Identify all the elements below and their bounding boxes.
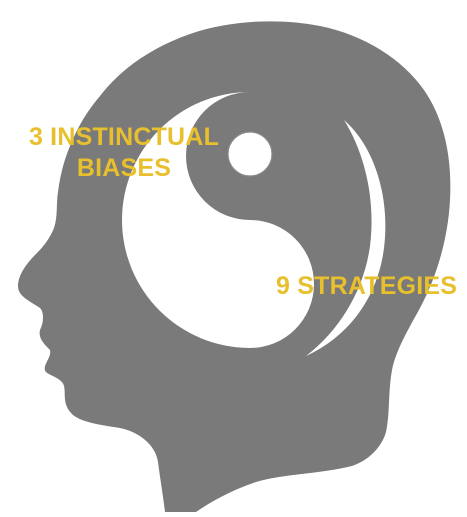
yin-yang-outer-crescent xyxy=(306,120,386,356)
strategies-label: 9 STRATEGIES xyxy=(276,272,458,300)
instinctual-biases-line1: 3 INSTINCTUAL xyxy=(28,123,220,151)
instinctual-biases-label: 3 INSTINCTUAL BIASES xyxy=(18,122,230,185)
instinctual-biases-line2: BIASES xyxy=(76,154,172,183)
yin-yang-dark-dot xyxy=(227,131,273,177)
yin-yang-light-dot xyxy=(228,263,272,307)
